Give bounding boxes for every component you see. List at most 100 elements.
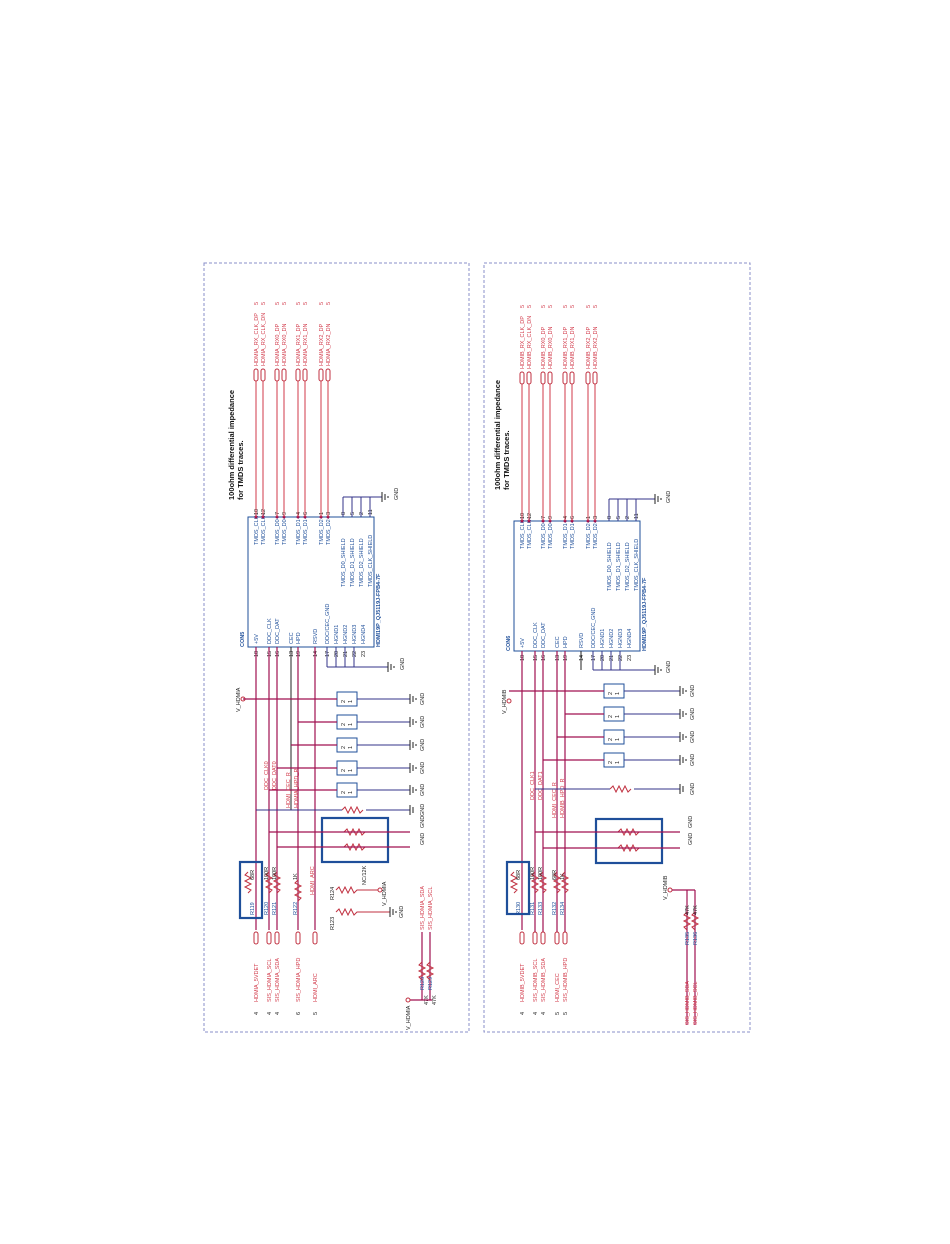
right-port-sheet: 5	[563, 1012, 569, 1015]
right-pack-res	[530, 871, 540, 894]
left-port-sheet: 4	[254, 1012, 260, 1015]
right-tmds-port	[547, 371, 553, 385]
left-esd-pair-wires	[269, 831, 410, 848]
right-tmds-sheet: 5	[593, 305, 599, 308]
left-tmds-sheet: 5	[261, 302, 267, 305]
left-left-pin: DDC_CLK	[267, 618, 273, 644]
left-left-pin: HPD	[296, 632, 302, 644]
right-r131-ref: R131	[530, 902, 536, 915]
right-cec-net: HDMI_CEC_R	[552, 782, 558, 818]
right-aux-net-sda: SIS_HDMIB_SDA	[685, 981, 691, 1025]
right-left-pin-num: 17	[591, 655, 597, 661]
right-tmds-net: HDMIB_RX1_DN	[570, 326, 576, 369]
right-left-pin-num: 16	[541, 655, 547, 661]
left-left-pin-num: 17	[325, 651, 331, 657]
right-signal-port	[540, 931, 546, 945]
right-gnd-label: GND	[690, 708, 696, 720]
left-pin-tmds-clk-: TMDS_CLK-	[261, 514, 267, 545]
right-signal-port	[532, 931, 538, 945]
right-pin-tmds-d2-: TMDS_D2-	[593, 521, 599, 549]
left-gnd-icon	[409, 763, 417, 773]
right-esd-pin-label: 1	[615, 715, 621, 718]
left-left-pin: RSVD	[313, 629, 319, 644]
left-pullup-port	[405, 997, 411, 1003]
right-pin-num: 9	[548, 516, 554, 519]
right-sheet-frame	[483, 262, 751, 1033]
left-esd-part	[336, 691, 358, 707]
left-r128-symbol	[417, 961, 427, 981]
left-esd-pin-label: 2	[341, 769, 347, 772]
right-tmds-net: HDMIB_RX0_DN	[548, 326, 554, 369]
left-aux-net-sda: SIS_HDMIA_SDA	[420, 886, 426, 930]
left-port-label: SIS_HDMIA_HPD	[296, 958, 302, 1002]
right-r136-ref: R136	[693, 932, 699, 945]
right-r135-val: 47K	[685, 905, 691, 915]
left-r124-val: NC/12K	[362, 865, 368, 885]
left-left-pin: HGND4	[361, 625, 367, 644]
left-esd-pin-label: 2	[341, 723, 347, 726]
left-pin-num: 9	[282, 512, 288, 515]
right-pack-res	[560, 871, 570, 894]
left-tmds-sheet: 5	[296, 302, 302, 305]
left-port-label: SIS_HDMIA_SDA	[275, 958, 281, 1002]
right-shield-num: 2	[625, 516, 631, 519]
right-port-sheet: 4	[541, 1012, 547, 1015]
left-power-label: V_HDMIA	[236, 687, 242, 712]
left-r122-symbol	[293, 879, 303, 902]
left-pin-num: 6	[303, 512, 309, 515]
left-gnd-label: GND	[420, 784, 426, 796]
left-port-label: HDMI_ARC	[313, 973, 319, 1002]
right-gnd-icon	[679, 732, 687, 742]
right-hgnd-bus	[592, 651, 655, 671]
right-pin-num: 3	[593, 516, 599, 519]
left-resistor-pack-box	[238, 860, 264, 920]
left-esd-part	[336, 782, 358, 798]
right-port-label: HDMIB_5VDET	[520, 963, 526, 1002]
left-hpd-net: HDMIA_HPD_R	[294, 769, 300, 808]
left-esd-pin-label: 1	[348, 769, 354, 772]
right-tmds-sheet: 5	[563, 305, 569, 308]
right-signal-port	[562, 931, 568, 945]
left-hgnd-gnd-label: GND	[400, 658, 406, 670]
left-sheet-frame	[203, 262, 470, 1033]
right-left-pin: HGND1	[600, 629, 606, 648]
left-shield-num: 11	[368, 509, 374, 515]
right-shield-num: 8	[607, 516, 613, 519]
right-pin-num: 1	[586, 516, 592, 519]
left-note-line1: 100ohm differential impedance	[227, 390, 236, 500]
right-left-pin-num: 13	[555, 655, 561, 661]
left-esd-part	[336, 760, 358, 776]
left-r119-ref: R119	[250, 902, 256, 915]
left-left-pin: DDC_DAT	[275, 618, 281, 644]
right-gnd-label: GND	[690, 754, 696, 766]
right-left-pin-num: 14	[579, 655, 585, 661]
left-pin-tmds-d1-: TMDS_D1-	[303, 517, 309, 545]
right-resistor-pack-box	[505, 860, 531, 916]
left-pin-num: 10	[254, 509, 260, 515]
right-esd-pair-gnd2: GND	[688, 816, 694, 828]
right-left-pin: HGND4	[627, 629, 633, 648]
right-tmds-port	[526, 371, 532, 385]
left-tmds-net: HDMIA_RX1_DP	[296, 323, 302, 366]
left-tmds-net: HDMIA_RX2_DN	[326, 323, 332, 366]
right-esd-part	[603, 683, 625, 699]
left-tmds-net: HDMIA_RX0_DP	[275, 323, 281, 366]
right-tmds-sheet: 5	[520, 305, 526, 308]
right-left-pin: HPD	[563, 636, 569, 648]
right-note-line2: for TMDS traces.	[502, 430, 511, 490]
right-shield-gnd-icon	[654, 494, 662, 504]
left-note-line2: for TMDS traces.	[236, 440, 245, 500]
left-gnd-icon	[409, 717, 417, 727]
left-gnd-label: GND	[420, 762, 426, 774]
left-tmds-net: HDMIA_RX1_DN	[303, 323, 309, 366]
left-pin-tmds-d0-: TMDS_D0-	[282, 517, 288, 545]
right-connector-part: HDMI19P_QJ5119J-FPB4-7F	[642, 577, 648, 651]
left-shield-pin: TMDS_D2_SHIELD	[359, 538, 365, 587]
left-r123-symbol	[335, 907, 390, 917]
left-esd-pin-label: 1	[348, 700, 354, 703]
right-shield-num: 11	[634, 513, 640, 519]
left-port-sheet: 5	[313, 1012, 319, 1015]
left-gnd-icon	[409, 785, 417, 795]
left-shield-pin: TMDS_D0_SHIELD	[341, 538, 347, 587]
right-tmds-sheet: 5	[570, 305, 576, 308]
